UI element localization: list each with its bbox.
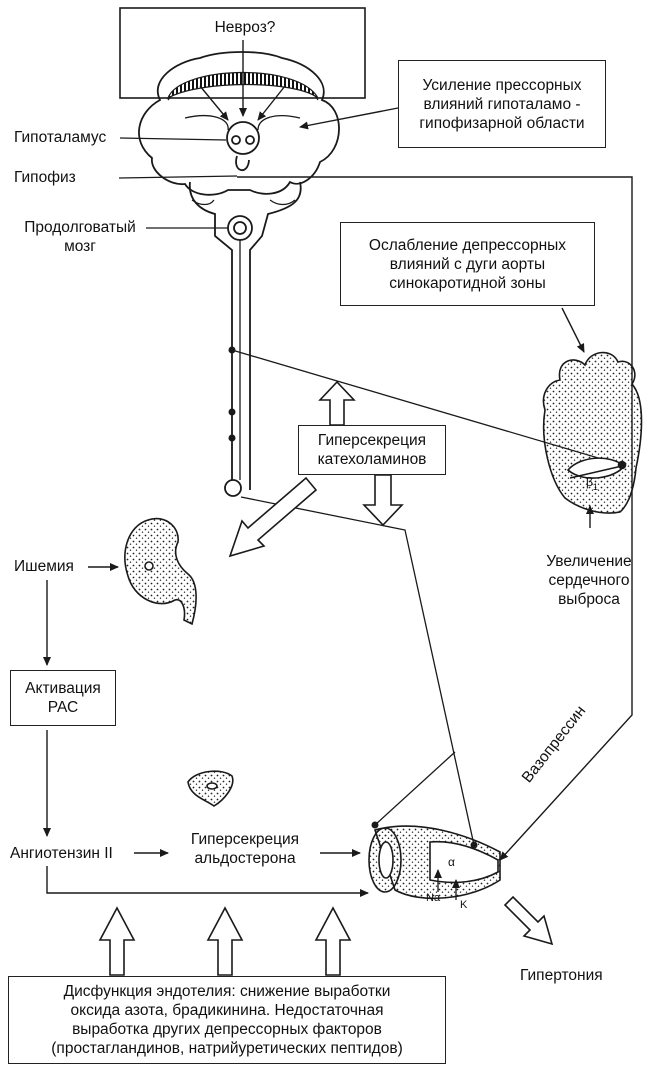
cardiac-output-line-1: Увеличение [546, 553, 632, 570]
endothelium-line-2: оксида азота, брадикинина. Недостаточная [70, 1002, 384, 1019]
neurosis-label: Невроз? [214, 19, 276, 36]
cardiac-output-line-3: выброса [558, 591, 620, 608]
medulla-line-1: Продолговатый [24, 219, 136, 236]
pressor-line-2: влияний гипоталамо - [423, 95, 581, 113]
endothelium-line-1: Дисфункция эндотелия: снижение выработки [63, 983, 391, 1000]
endothelium-line-4: (простагландинов, натрийуретических пепт… [51, 1040, 403, 1057]
medulla-label: Продолговатый мозг [10, 218, 150, 256]
adrenal-gland-drawing [187, 770, 234, 807]
neurosis-arrows [199, 40, 286, 121]
ras-activation-box: Активация РАС [10, 670, 116, 726]
beta1-label: β1 [586, 475, 598, 492]
aldosterone-line-2: альдостерона [194, 850, 296, 867]
ras-line-1: Активация [25, 680, 101, 697]
alpha-label: α [448, 855, 455, 869]
hypertension-arrow [503, 895, 554, 946]
hypothalamus-label: Гипоталамус [14, 129, 107, 146]
leader-lines [118, 137, 238, 229]
angiotensin-to-vessel-line [46, 866, 369, 897]
aldosterone-label: Гиперсекреция альдостерона [172, 830, 318, 868]
ischemia-label: Ишемия [14, 558, 74, 575]
ras-flow-arrows [43, 580, 361, 857]
adrenal-vessel-line [240, 496, 475, 846]
pressor-arrow [299, 107, 399, 130]
vessel-branch-line [374, 751, 456, 826]
depressor-line-1: Ослабление депрессорных [368, 236, 567, 254]
angiotensin-label: Ангиотензин II [10, 845, 113, 862]
kidney-drawing [124, 517, 197, 626]
depressor-arrow [561, 307, 585, 353]
depressor-influence-box: Ослабление депрессорных влияний с дуги а… [340, 222, 595, 306]
heart-drawing [542, 351, 643, 514]
endothelium-arrows [98, 906, 352, 976]
cardiac-output-line-2: сердечного [548, 572, 630, 589]
catecholamine-arrows [228, 380, 404, 558]
pressor-line-3: гипофизарной области [419, 114, 585, 132]
catecholamine-box: Гиперсекреция катехоламинов [298, 425, 446, 475]
depressor-line-2: влияний с дуги аорты [389, 255, 546, 273]
aldosterone-line-1: Гиперсекреция [190, 831, 300, 848]
pressor-line-1: Усиление прессорных [422, 76, 582, 94]
hypertension-label: Гипертония [520, 967, 603, 984]
sodium-label: Na [426, 892, 441, 904]
endothelium-dysfunction-box: Дисфункция эндотелия: снижение выработки… [8, 976, 446, 1064]
pressor-influence-box: Усиление прессорных влияний гипоталамо -… [398, 60, 606, 148]
depressor-line-3: синокаротидной зоны [389, 274, 546, 292]
endothelium-line-3: выработка других депрессорных факторов [72, 1021, 382, 1038]
catecholamine-line-1: Гиперсекреция [317, 432, 427, 449]
medulla-line-2: мозг [64, 238, 96, 255]
potassium-label: K [460, 899, 468, 911]
pituitary-label: Гипофиз [14, 169, 76, 186]
cardiac-output-label: Увеличение сердечного выброса [530, 552, 648, 609]
vessel-drawing [368, 825, 501, 900]
catecholamine-line-2: катехоламинов [317, 451, 427, 468]
ras-line-2: РАС [47, 699, 79, 716]
brain-drawing [138, 51, 340, 497]
